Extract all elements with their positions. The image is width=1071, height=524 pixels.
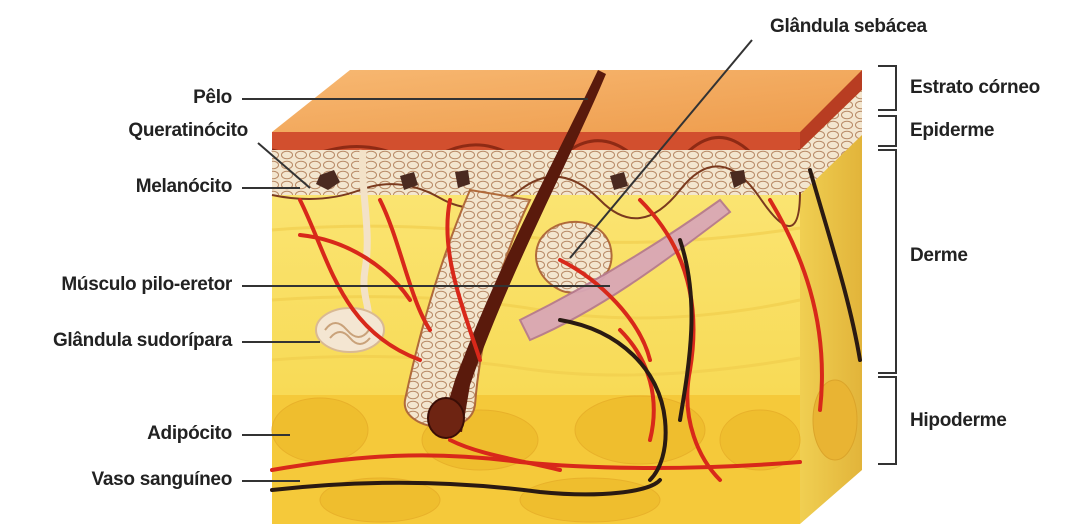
hair-bulb — [428, 398, 464, 438]
label-pelo: Pêlo — [193, 87, 232, 109]
epidermis-cells — [272, 150, 800, 195]
label-estrato-corneo: Estrato córneo — [910, 77, 1040, 99]
label-glandula-sudoripara: Glândula sudorípara — [53, 330, 232, 352]
skin-surface-top — [272, 70, 862, 132]
label-vaso-sanguineo: Vaso sanguíneo — [92, 469, 232, 491]
label-melanocito: Melanócito — [136, 176, 232, 198]
label-musculo-pilo-eretor: Músculo pilo-eretor — [61, 274, 232, 296]
layer-brackets — [878, 66, 896, 464]
label-adipocito: Adipócito — [147, 423, 232, 445]
label-queratinocito: Queratinócito — [128, 120, 248, 142]
label-epiderme: Epiderme — [910, 120, 994, 142]
label-glandula-sebacea: Glândula sebácea — [770, 16, 927, 38]
hypodermis-fat-cells — [272, 380, 857, 524]
label-derme: Derme — [910, 245, 968, 267]
label-hipoderme: Hipoderme — [910, 410, 1007, 432]
